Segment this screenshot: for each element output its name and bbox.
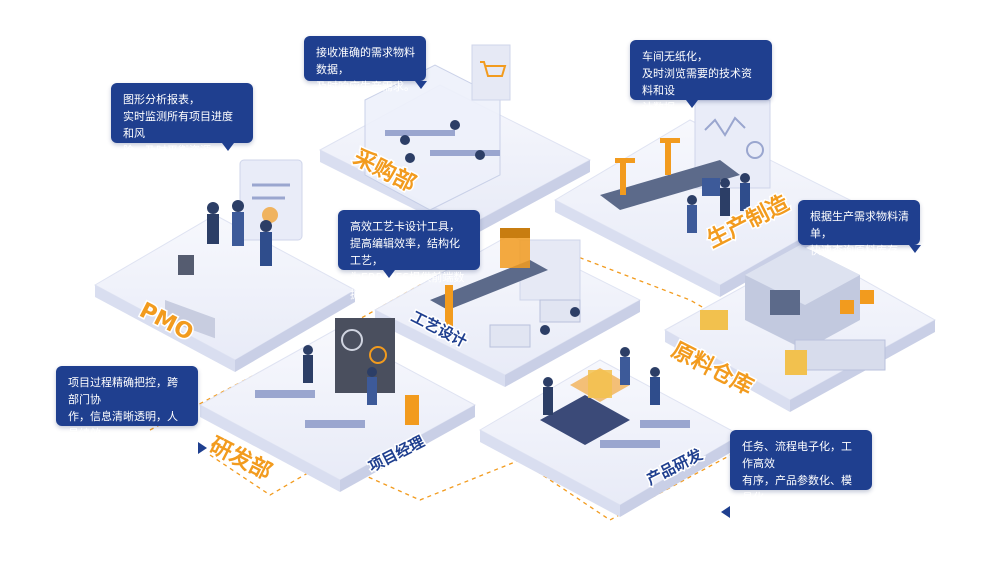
callout-xiangmu: 项目过程精确把控，跨部门协 作，信息清晰透明，人员绩效 有迹可循。 (56, 366, 207, 457)
platform-caigou (318, 44, 592, 237)
callout-caigou: 接收准确的需求物料数据， 及时响应生产需求。 (304, 36, 427, 93)
callout-chanpin: 任务、流程电子化，工作高效 有序，产品参数化、模具化， 快速订单交付。 (721, 430, 872, 521)
platform-yuanliao (663, 245, 937, 412)
platform-gongyi (373, 228, 642, 387)
callout-shengchan: 车间无纸化， 及时浏览需要的技术资料和设 计数据。 (630, 40, 772, 114)
platform-xiangmu (198, 318, 477, 492)
platform-chanpin (478, 347, 742, 517)
callout-pmo: 图形分析报表， 实时监测所有项目进度和风 险，及时平衡资源。 (111, 83, 253, 157)
callout-yuanliao: 根据生产需求物料清单， 快速查询原料库存。 (798, 200, 921, 257)
callout-gongyi: 高效工艺卡设计工具， 提高编辑效率，结构化工艺， 为ERP/MES提供前端数据源… (338, 210, 480, 301)
platform-pmo (93, 159, 357, 372)
